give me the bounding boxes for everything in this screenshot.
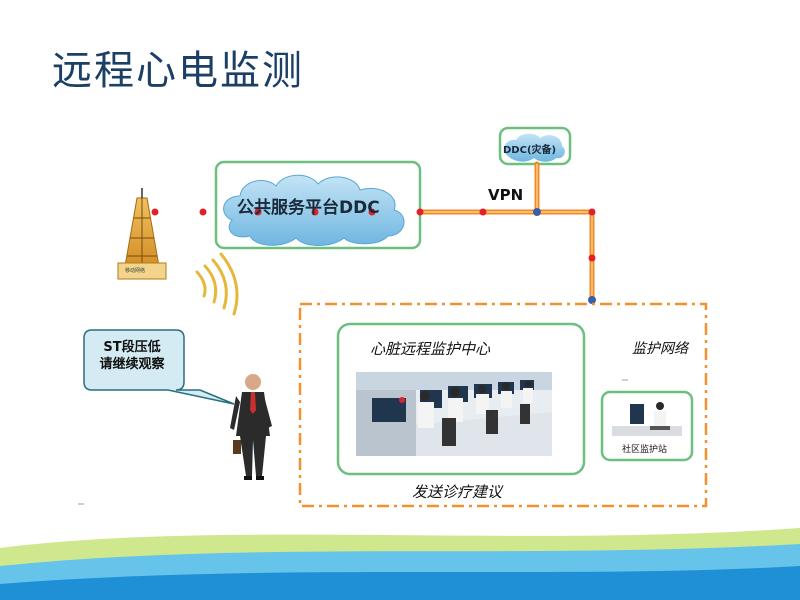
vpn-label: VPN <box>488 186 524 204</box>
node <box>151 208 159 216</box>
person-icon <box>230 374 272 480</box>
workstation-icon <box>356 372 552 456</box>
stray-mark <box>78 503 84 505</box>
node <box>199 208 207 216</box>
node <box>588 254 596 262</box>
network-nodes <box>151 208 596 304</box>
page-title: 远程心电监测 <box>52 48 304 94</box>
node <box>416 208 424 216</box>
community-station-label: 社区监护站 <box>622 445 668 455</box>
node <box>588 208 596 216</box>
monitor-network-label: 监护网络 <box>632 341 688 357</box>
tower-icon <box>117 188 167 280</box>
tower-label: 移动网络 <box>125 268 146 274</box>
public-platform-label: 公共服务平台DDC <box>237 198 380 218</box>
node-junction <box>588 296 596 304</box>
speech-bubble <box>83 329 235 405</box>
bottom-ribbon-decoration <box>0 528 800 600</box>
backup-cloud-icon <box>504 133 565 162</box>
send-advice-label: 发送诊疗建议 <box>412 483 503 501</box>
patient-message-line-1: ST段压低 <box>103 340 161 355</box>
stray-mark <box>622 379 628 381</box>
heart-center-label: 心脏远程监护中心 <box>370 340 491 358</box>
network-links <box>417 161 595 303</box>
node <box>368 208 376 216</box>
signal-wave-icon <box>195 252 239 316</box>
node <box>479 208 487 216</box>
patient-message-line-2: 请继续观察 <box>99 357 165 372</box>
node <box>254 208 262 216</box>
monitoring-region <box>298 302 708 508</box>
node <box>311 208 319 216</box>
community-workstation-icon <box>612 402 682 436</box>
patient-message: ST段压低 请继续观察 <box>86 339 178 373</box>
backup-platform-label: DDC(灾备) <box>503 145 557 156</box>
node-junction <box>533 208 541 216</box>
